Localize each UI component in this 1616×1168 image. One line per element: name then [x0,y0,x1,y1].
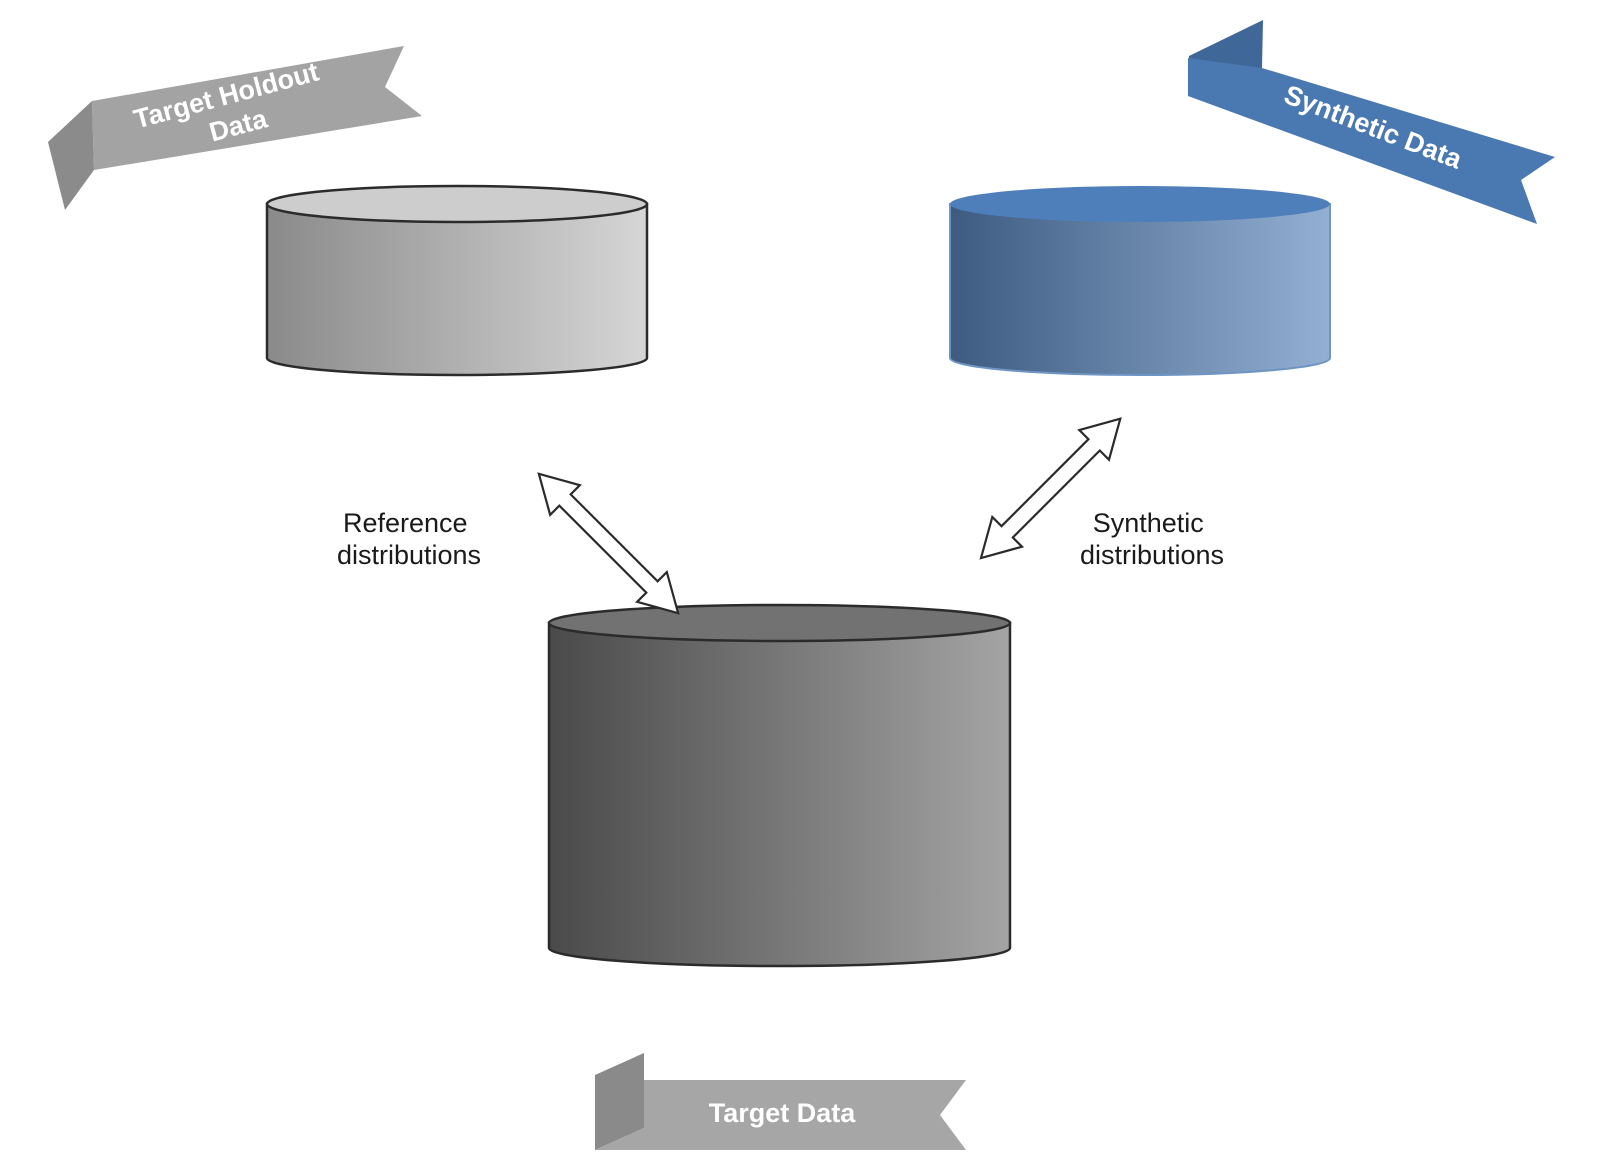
reference-distributions-label: Reference distributions [337,508,481,570]
target-holdout-cylinder [265,184,649,377]
synthetic-double-arrow [979,417,1122,560]
synthetic-data-cylinder [949,186,1331,376]
target-holdout-ribbon: Target Holdout Data [48,46,422,210]
target-data-cylinder [547,603,1012,968]
synthetic-distributions-label: Synthetic distributions [1080,508,1224,570]
target-data-ribbon: Target Data [595,1053,966,1150]
reference-double-arrow [537,472,680,615]
target-data-label: Target Data [709,1098,857,1128]
